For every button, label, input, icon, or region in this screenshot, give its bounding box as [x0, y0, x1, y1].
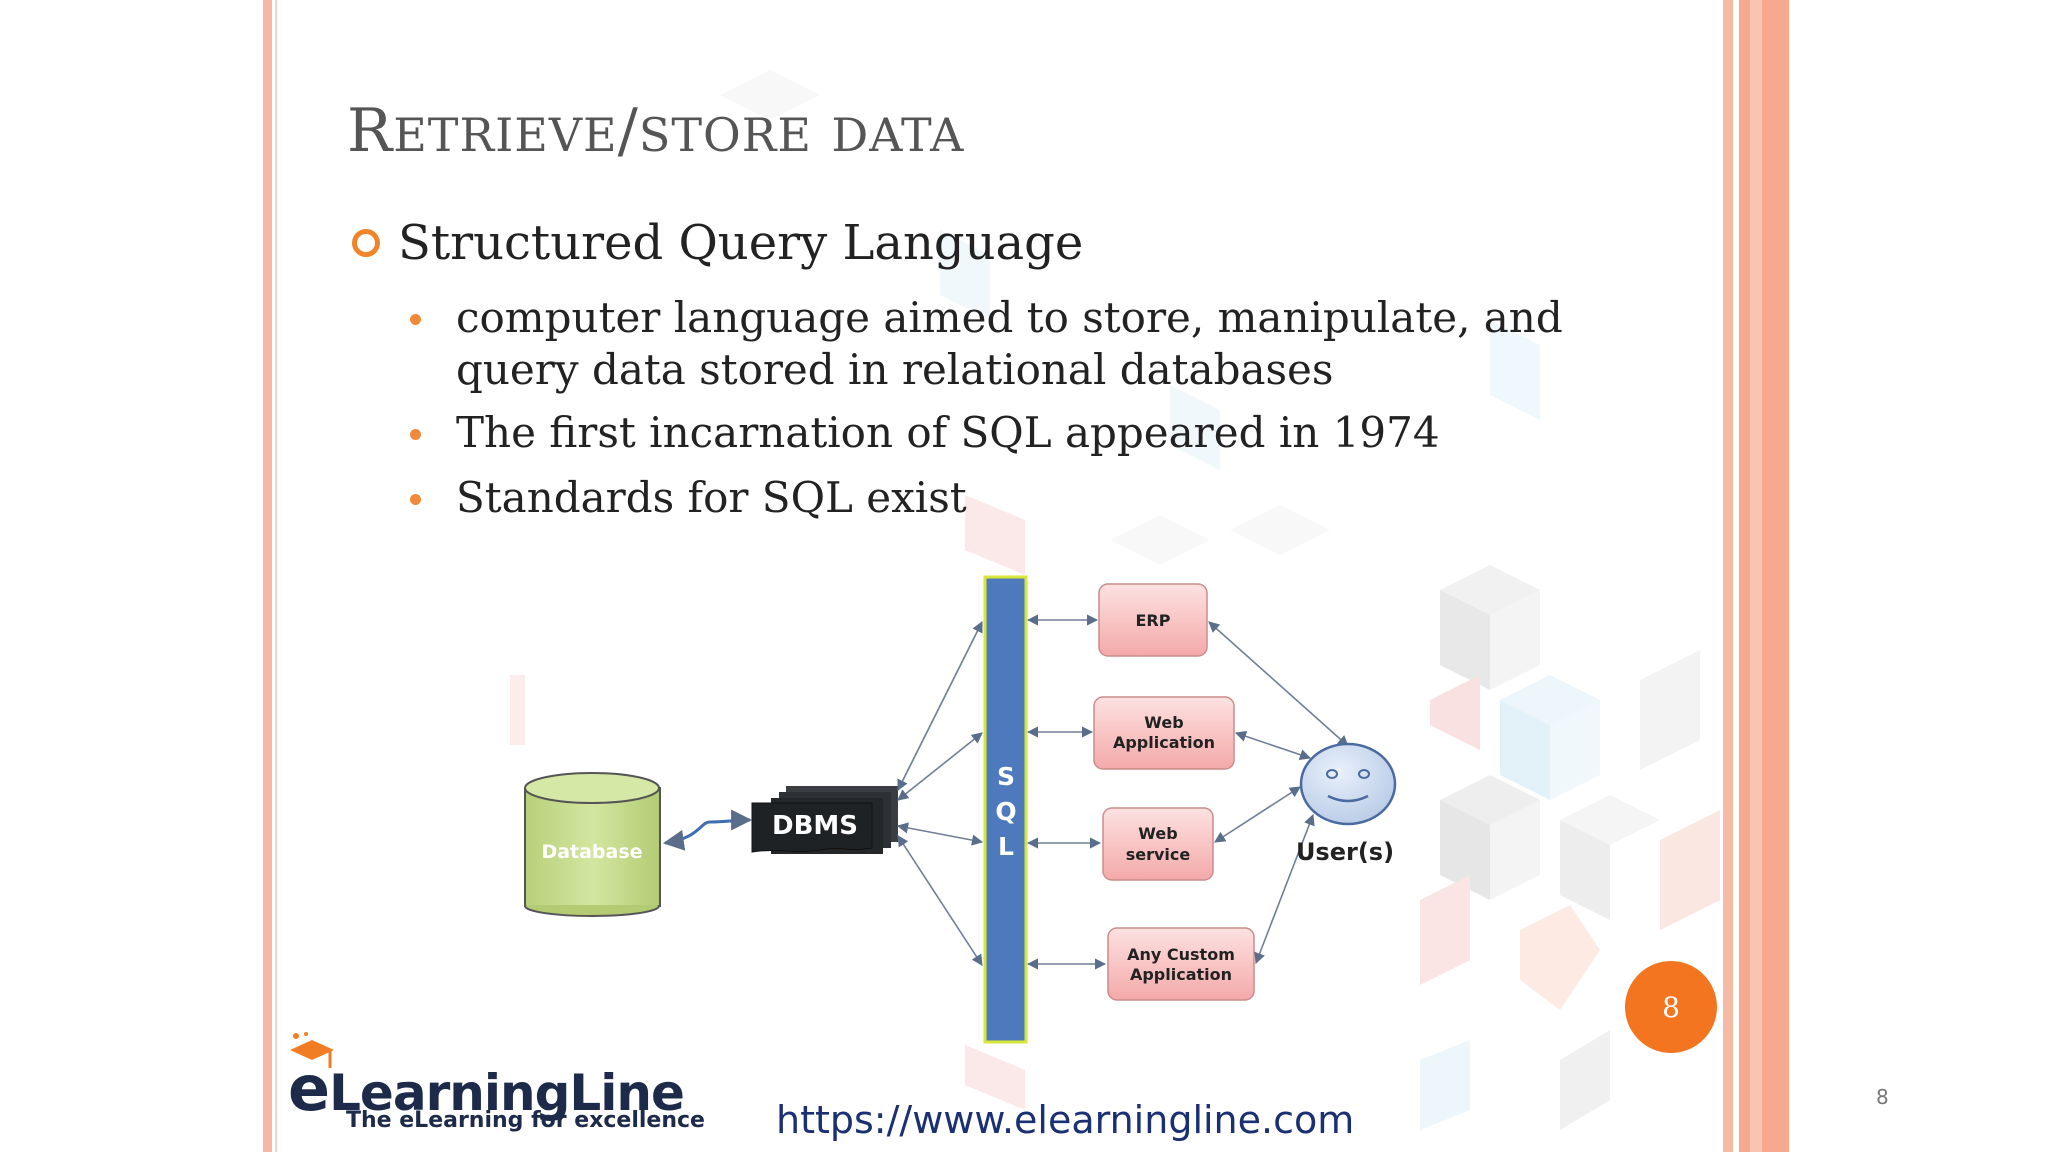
slide-left-border-inner	[275, 0, 277, 1152]
slide-right-band-highlight	[1750, 0, 1762, 1152]
svg-text:Application: Application	[1113, 733, 1215, 752]
website-link[interactable]: https://www.elearningline.com	[776, 1098, 1355, 1142]
user-label: User(s)	[1296, 838, 1394, 866]
slide-left-border	[263, 0, 272, 1152]
bullet-level2-item: computer language aimed to store, manipu…	[410, 292, 1576, 396]
svg-text:Web: Web	[1144, 713, 1183, 732]
svg-text:Application: Application	[1130, 965, 1232, 984]
svg-text:L: L	[998, 832, 1014, 861]
bullet-level2-item: Standards for SQL exist	[410, 472, 1576, 524]
database-label: Database	[541, 841, 642, 863]
svg-text:Q: Q	[995, 797, 1016, 826]
any-custom-application-box: Any Custom Application	[1107, 927, 1255, 1001]
user-smiley-icon	[1299, 742, 1397, 826]
bullet-level2-text: Standards for SQL exist	[456, 473, 967, 522]
dot-bullet-icon	[410, 429, 421, 440]
logo-wordmark: LearningLine	[329, 1064, 685, 1122]
graduation-cap-icon	[290, 1032, 334, 1068]
dot-bullet-icon	[410, 494, 421, 505]
dot-bullet-icon	[410, 314, 421, 325]
bullet-level1-text: Structured Query Language	[398, 215, 1084, 271]
bullet-level2-item: The first incarnation of SQL appeared in…	[410, 407, 1576, 459]
web-application-box: Web Application	[1093, 696, 1235, 770]
slide-right-band	[1739, 0, 1789, 1152]
web-service-box: Web service	[1102, 807, 1214, 881]
dbms-stack: DBMS	[751, 786, 898, 854]
database-cylinder: Database	[524, 772, 661, 917]
dbms-label: DBMS	[772, 811, 858, 841]
slide-title: RETRIEVE/STORE DATA	[347, 96, 965, 166]
logo-e: e	[288, 1052, 330, 1125]
slide-number-badge: 8	[1625, 961, 1717, 1053]
bullet-level2-text: computer language aimed to store, manipu…	[456, 293, 1563, 394]
ring-bullet-icon	[352, 229, 380, 257]
svg-text:S: S	[997, 762, 1015, 791]
page-number: 8	[1876, 1085, 1889, 1109]
svg-text:ERP: ERP	[1136, 611, 1171, 630]
logo-tagline: The eLearning for excellence	[346, 1108, 705, 1133]
bullet-level1: Structured Query Language	[352, 215, 1083, 271]
svg-text:service: service	[1126, 845, 1191, 864]
svg-text:Web: Web	[1138, 824, 1177, 843]
erp-box: ERP	[1098, 583, 1208, 657]
bullet-level2-text: The first incarnation of SQL appeared in…	[456, 408, 1440, 457]
slide-right-border	[1723, 0, 1733, 1152]
sql-bar: S Q L	[983, 575, 1028, 1044]
svg-text:Any Custom: Any Custom	[1127, 945, 1235, 964]
